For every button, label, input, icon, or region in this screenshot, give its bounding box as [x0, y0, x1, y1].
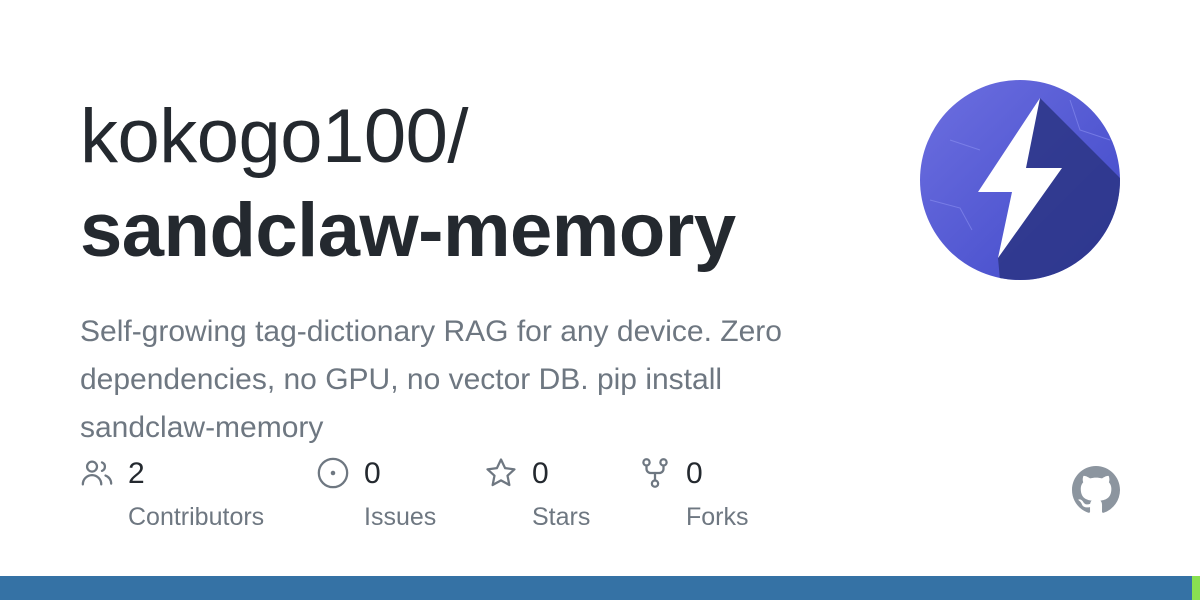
stat-stars[interactable]: 0 Stars — [484, 456, 604, 536]
language-bar-segment — [1191, 576, 1200, 600]
people-icon — [81, 460, 113, 486]
repo-description: Self-growing tag-dictionary RAG for any … — [80, 315, 782, 444]
language-bar-segment — [0, 576, 1192, 600]
fork-icon — [642, 458, 668, 488]
stat-label: Issues — [364, 503, 437, 531]
stat-label: Stars — [532, 503, 591, 531]
repo-owner[interactable]: kokogo100/ — [80, 94, 469, 179]
star-icon — [486, 458, 516, 487]
stat-count: 0 — [532, 457, 549, 490]
stat-label: Contributors — [128, 503, 265, 531]
github-logo-icon[interactable] — [1072, 466, 1120, 514]
avatar-lightning-icon — [920, 80, 1120, 280]
stat-forks[interactable]: 0 Forks — [638, 456, 768, 536]
stat-count: 0 — [364, 457, 381, 490]
repo-name[interactable]: sandclaw-memory — [80, 188, 736, 273]
issue-icon — [317, 457, 349, 489]
stat-contributors[interactable]: 2 Contributors — [80, 456, 280, 536]
stat-issues[interactable]: 0 Issues — [316, 456, 456, 536]
stat-label: Forks — [686, 503, 749, 531]
stat-count: 2 — [128, 457, 145, 490]
stat-count: 0 — [686, 457, 703, 490]
language-bar — [0, 576, 1200, 600]
